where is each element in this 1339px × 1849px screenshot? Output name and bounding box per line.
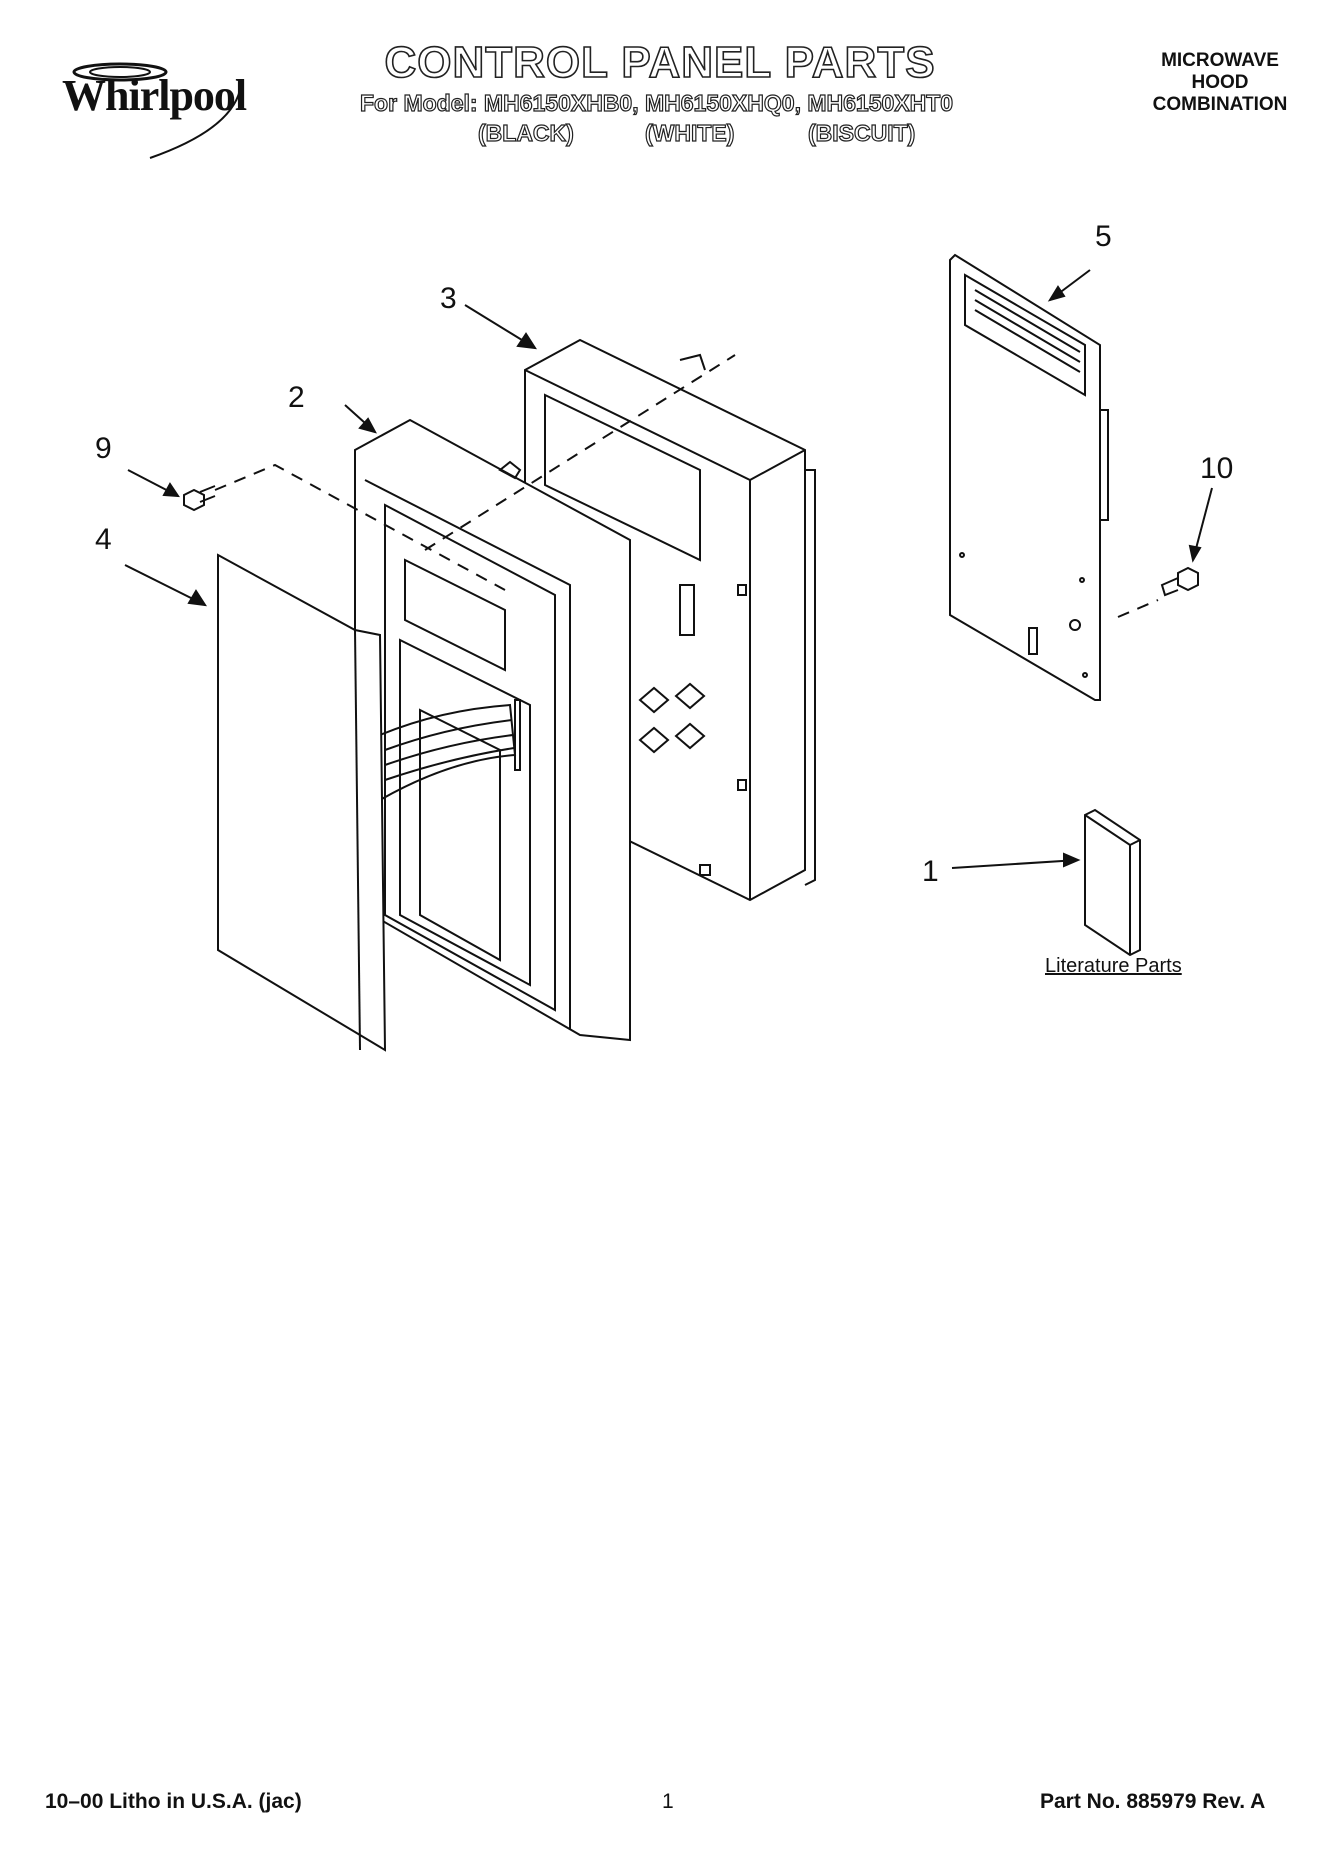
color-biscuit: (BISCUIT) bbox=[807, 119, 916, 146]
callout-1: 1 bbox=[922, 855, 939, 888]
part-5-circuit-board bbox=[949, 253, 1109, 701]
literature-parts-label: Literature Parts bbox=[1045, 955, 1182, 977]
model-line: For Model: MH6150XHB0, MH6150XHQ0, MH615… bbox=[359, 89, 954, 116]
color-black: (BLACK) bbox=[477, 119, 574, 146]
brand-logo-text: Whirlpool bbox=[62, 71, 247, 120]
part-9-screw bbox=[183, 485, 216, 512]
product-type-line-1: MICROWAVE bbox=[1161, 50, 1279, 71]
part-10-screw bbox=[1160, 566, 1199, 597]
callout-10: 10 bbox=[1200, 452, 1234, 485]
product-type: MICROWAVE HOOD COMBINATION bbox=[1120, 50, 1320, 116]
part-2-frame bbox=[354, 418, 631, 1042]
page-title: CONTROL PANEL PARTS bbox=[384, 37, 936, 88]
product-type-line-3: COMBINATION bbox=[1152, 94, 1288, 115]
product-type-line-2: HOOD bbox=[1191, 72, 1249, 93]
part-1-literature bbox=[1084, 808, 1141, 957]
callout-5: 5 bbox=[1095, 220, 1112, 253]
callout-2: 2 bbox=[288, 381, 305, 414]
whirlpool-logo bbox=[72, 62, 241, 159]
leader-arrows bbox=[124, 269, 1213, 869]
callout-9: 9 bbox=[95, 432, 112, 465]
callout-4: 4 bbox=[95, 523, 112, 556]
part-number: Part No. 885979 Rev. A bbox=[1040, 1790, 1266, 1813]
callout-3: 3 bbox=[440, 282, 457, 315]
part-4-overlay bbox=[217, 553, 387, 1052]
alignment-lines bbox=[214, 354, 1159, 618]
page-number: 1 bbox=[662, 1790, 674, 1813]
footer-print-info: 10–00 Litho in U.S.A. (jac) bbox=[45, 1790, 302, 1813]
color-white: (WHITE) bbox=[644, 119, 735, 146]
